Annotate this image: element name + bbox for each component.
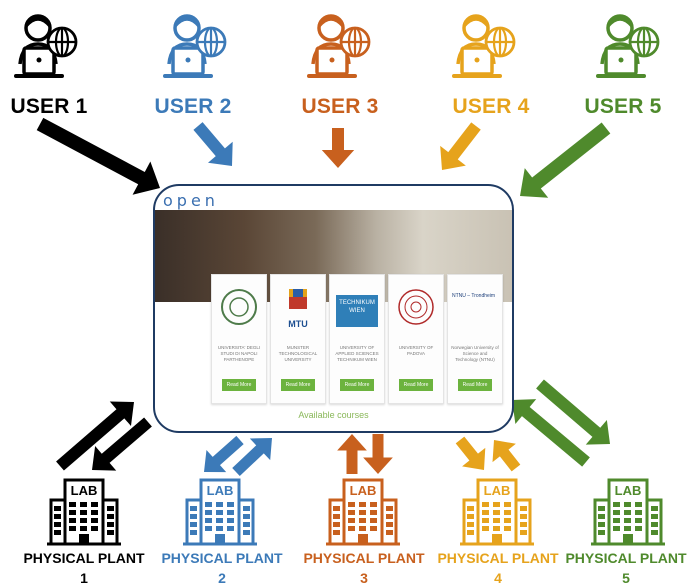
lab-building-4-icon: LAB: [460, 478, 534, 546]
plant-label-1: PHYSICAL PLANT 1: [14, 548, 154, 588]
lab-text: LAB: [71, 483, 98, 498]
user-3-icon: [307, 14, 371, 78]
platform-to-plant-2-arrow: [204, 435, 244, 473]
user-1-icon: [14, 14, 78, 78]
course-card-3: TECHNIKUM WIEN UNIVERSITY OF APPLIED SCI…: [329, 274, 385, 404]
user-label-5: USER 5: [584, 95, 662, 118]
plant-name: PHYSICAL PLANT: [437, 550, 559, 566]
lab-text: LAB: [484, 483, 511, 498]
plant-3-to-platform-arrow: [337, 434, 367, 474]
lab-building-3-icon: LAB: [326, 478, 400, 546]
course-name: UNIVERSITY OF PADOVA: [398, 345, 434, 356]
user-5-to-platform-arrow: [520, 122, 611, 198]
plant-name: PHYSICAL PLANT: [565, 550, 687, 566]
course-name: MUNSTER TECHNOLOGICAL UNIVERSITY: [278, 345, 318, 362]
plant-5-to-platform-arrow: [512, 399, 590, 467]
plant-4-to-platform-arrow: [492, 440, 521, 472]
user-2-to-platform-arrow: [193, 122, 233, 166]
user-2-icon: [163, 14, 227, 78]
mtu-logo-icon: [289, 289, 307, 309]
user-label-3: USER 3: [301, 95, 379, 118]
plant-name: PHYSICAL PLANT: [161, 550, 283, 566]
user-4-to-platform-arrow: [440, 122, 481, 170]
lab-building-2-icon: LAB: [183, 478, 257, 546]
read-more-button[interactable]: Read More: [399, 379, 433, 391]
plant-label-5: PHYSICAL PLANT 5: [556, 548, 690, 588]
user-5-icon: [596, 14, 660, 78]
ntnu-logo-text: NTNU – Trondheim: [452, 293, 496, 299]
platform-logo: open: [163, 191, 219, 210]
university-seal-icon: [221, 289, 257, 325]
plant-label-2: PHYSICAL PLANT 2: [152, 548, 292, 588]
plant-2-to-platform-arrow: [232, 438, 272, 476]
plant-1-to-platform-arrow: [56, 401, 134, 471]
platform-to-plant-4-arrow: [455, 436, 486, 470]
course-card-5: NTNU – Trondheim Norwegian University of…: [447, 274, 503, 404]
plant-number: 5: [622, 570, 630, 586]
lab-building-1-icon: LAB: [47, 478, 121, 546]
user-label-1: USER 1: [10, 95, 88, 118]
course-platform-screenshot: open UNIVERSITA' DEGLI STUDI DI NAPOLI P…: [153, 184, 514, 433]
platform-to-plant-5-arrow: [536, 379, 610, 445]
user-3-to-platform-arrow: [321, 128, 355, 168]
course-name: UNIVERSITA' DEGLI STUDI DI NAPOLI PARTHE…: [217, 345, 261, 362]
mtu-logo-text: MTU: [288, 319, 308, 329]
available-courses-caption: Available courses: [298, 410, 369, 420]
course-name: Norwegian University of Science and Tech…: [451, 345, 499, 362]
lab-text: LAB: [615, 483, 642, 498]
plant-number: 4: [494, 570, 502, 586]
read-more-button[interactable]: Read More: [458, 379, 492, 391]
platform-to-plant-1-arrow: [92, 417, 152, 471]
course-card-2: MTU MUNSTER TECHNOLOGICAL UNIVERSITY Rea…: [270, 274, 326, 404]
course-name: UNIVERSITY OF APPLIED SCIENCES TECHNIKUM…: [335, 345, 379, 362]
plant-name: PHYSICAL PLANT: [23, 550, 145, 566]
lab-text: LAB: [350, 483, 377, 498]
user-label-4: USER 4: [452, 95, 530, 118]
plant-label-4: PHYSICAL PLANT 4: [428, 548, 568, 588]
platform-to-plant-3-arrow: [363, 434, 393, 474]
plant-number: 3: [360, 570, 368, 586]
technikum-logo: TECHNIKUM WIEN: [336, 295, 378, 327]
user-4-icon: [452, 14, 516, 78]
lab-text: LAB: [207, 483, 234, 498]
read-more-button[interactable]: Read More: [222, 379, 256, 391]
user-label-2: USER 2: [154, 95, 232, 118]
read-more-button[interactable]: Read More: [281, 379, 315, 391]
lab-building-5-icon: LAB: [591, 478, 665, 546]
plant-name: PHYSICAL PLANT: [303, 550, 425, 566]
padova-seal-icon: [398, 289, 434, 325]
course-card-1: UNIVERSITA' DEGLI STUDI DI NAPOLI PARTHE…: [211, 274, 267, 404]
course-card-4: UNIVERSITY OF PADOVA Read More: [388, 274, 444, 404]
read-more-button[interactable]: Read More: [340, 379, 374, 391]
plant-number: 2: [218, 570, 226, 586]
user-1-to-platform-arrow: [36, 117, 160, 195]
plant-label-3: PHYSICAL PLANT 3: [294, 548, 434, 588]
plant-number: 1: [80, 570, 88, 586]
